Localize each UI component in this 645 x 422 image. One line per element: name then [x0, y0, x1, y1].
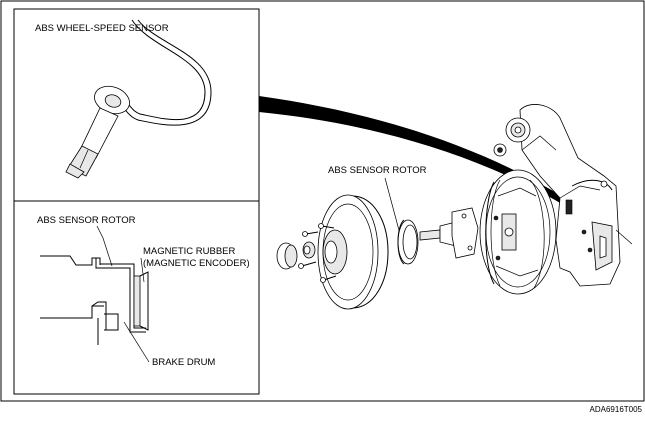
wheel-speed-sensor-mounted	[565, 199, 573, 215]
wheel-studs	[298, 223, 337, 283]
label-sensor-rotor-main: ABS SENSOR ROTOR	[328, 165, 427, 176]
brake-drum	[298, 194, 389, 310]
label-wheel-speed-sensor: ABS WHEEL-SPEED SENSOR	[35, 23, 169, 34]
label-magnetic-rubber-2: (MAGNETIC ENCODER)	[143, 258, 250, 269]
outer-frame	[0, 0, 645, 402]
dust-cap	[276, 242, 298, 270]
callout-pointer	[259, 96, 565, 204]
abs-sensor-rotor	[397, 219, 419, 265]
steering-knuckle	[493, 104, 633, 287]
label-sensor-rotor-detail: ABS SENSOR ROTOR	[37, 215, 136, 226]
leader-sensor-rotor	[384, 177, 401, 235]
rotor-cross-section	[40, 225, 150, 363]
reference-code: ADA6916T005	[590, 405, 643, 414]
spindle	[419, 207, 479, 259]
label-brake-drum: BRAKE DRUM	[152, 357, 215, 368]
wheel-speed-sensor-drawing	[65, 19, 212, 179]
label-magnetic-rubber-1: MAGNETIC RUBBER	[143, 246, 236, 257]
backing-plate	[479, 169, 557, 295]
